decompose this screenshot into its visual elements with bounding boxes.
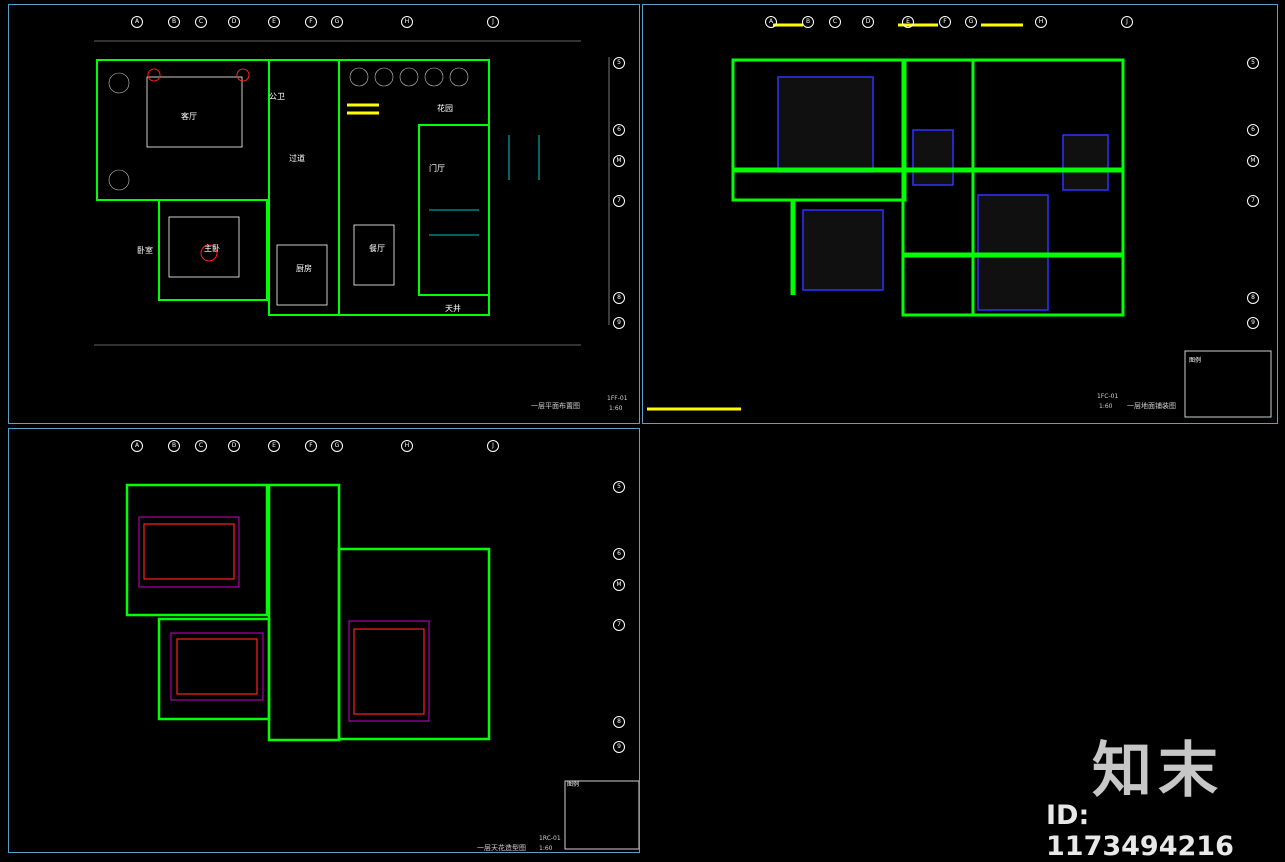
axis-bubble: 5 [613,481,625,493]
axis-bubble: M [613,579,625,591]
axis-bubble: E [268,440,280,452]
sheet-scale: 1:60 [1099,403,1113,410]
axis-bubble: 9 [613,741,625,753]
axis-bubble: 8 [613,716,625,728]
ceiling-sheet: 图例 一层天花造型图 1RC-01 1:60 [8,428,640,853]
legend-title: 图例 [567,781,580,788]
axis-bubble: A [765,16,777,28]
axis-bubble: G [965,16,977,28]
floor-plan-sheet: 客厅 公卫 过道 厨房 餐厅 门厅 花园 天井 卧室 主卧 一层平面布置图 1F… [8,4,640,424]
axis-bubble: 8 [1247,292,1259,304]
axis-bubble: G [331,16,343,28]
axis-bubble: J [487,16,499,28]
axis-bubble: B [802,16,814,28]
axis-bubble: C [195,440,207,452]
floor-plan-drawing [94,40,610,346]
axis-bubble: C [195,16,207,28]
axis-bubble: 6 [613,124,625,136]
sheet-title: 一层天花造型图 [477,844,526,852]
axis-bubble: 5 [1247,57,1259,69]
axis-bubble: E [902,16,914,28]
axis-bubble: B [168,16,180,28]
axis-bubble: F [305,16,317,28]
axis-bubble: G [331,440,343,452]
room-label-toilet: 公卫 [269,92,285,101]
floor-finish-sheet: 图例 一层地面铺装图 1FC-01 1:60 [642,4,1278,424]
sheet-scale: 1:60 [539,845,553,852]
sheet-title: 一层平面布置图 [531,402,580,410]
axis-bubble: B [168,440,180,452]
room-label-bedroom: 卧室 [137,246,153,255]
legend-title: 图例 [1189,357,1202,364]
axis-bubble: J [487,440,499,452]
axis-bubble: 7 [1247,195,1259,207]
sheet-scale: 1:60 [609,405,623,412]
sheet-code: 1FF-01 [607,395,628,402]
room-label-foyer: 门厅 [429,164,445,173]
sheet-title: 一层地面铺装图 [1127,402,1176,410]
axis-bubble: D [228,440,240,452]
room-label-patio: 天井 [445,304,461,313]
axis-bubble: A [131,16,143,28]
axis-bubble: C [829,16,841,28]
axis-bubble: M [613,155,625,167]
watermark-id: ID: 1173494216 [1046,800,1234,862]
axis-bubble: 5 [613,57,625,69]
sheet-code: 1FC-01 [1097,393,1119,400]
room-label-dining: 餐厅 [369,244,385,253]
axis-bubble: H [1035,16,1047,28]
room-label-living: 客厅 [181,112,197,121]
axis-bubble: J [1121,16,1133,28]
axis-bubble: 7 [613,619,625,631]
axis-bubble: A [131,440,143,452]
axis-bubble: F [305,440,317,452]
axis-bubble: E [268,16,280,28]
room-label-corridor: 过道 [289,154,305,163]
axis-bubble: D [862,16,874,28]
ceiling-drawing [125,483,639,850]
room-label-master: 主卧 [204,244,220,253]
axis-bubble: 9 [613,317,625,329]
axis-bubble: H [401,16,413,28]
watermark-brand: 知末 [1092,736,1224,806]
axis-bubble: M [1247,155,1259,167]
axis-bubble: F [939,16,951,28]
axis-bubble: 9 [1247,317,1259,329]
floor-finish-drawing [647,23,1272,418]
axis-bubble: 6 [1247,124,1259,136]
axis-bubble: H [401,440,413,452]
axis-bubble: 6 [613,548,625,560]
axis-bubble: D [228,16,240,28]
sheet-code: 1RC-01 [539,835,561,842]
axis-bubble: 7 [613,195,625,207]
room-label-garden: 花园 [437,104,453,113]
room-label-kitchen: 厨房 [296,264,312,273]
axis-bubble: 8 [613,292,625,304]
